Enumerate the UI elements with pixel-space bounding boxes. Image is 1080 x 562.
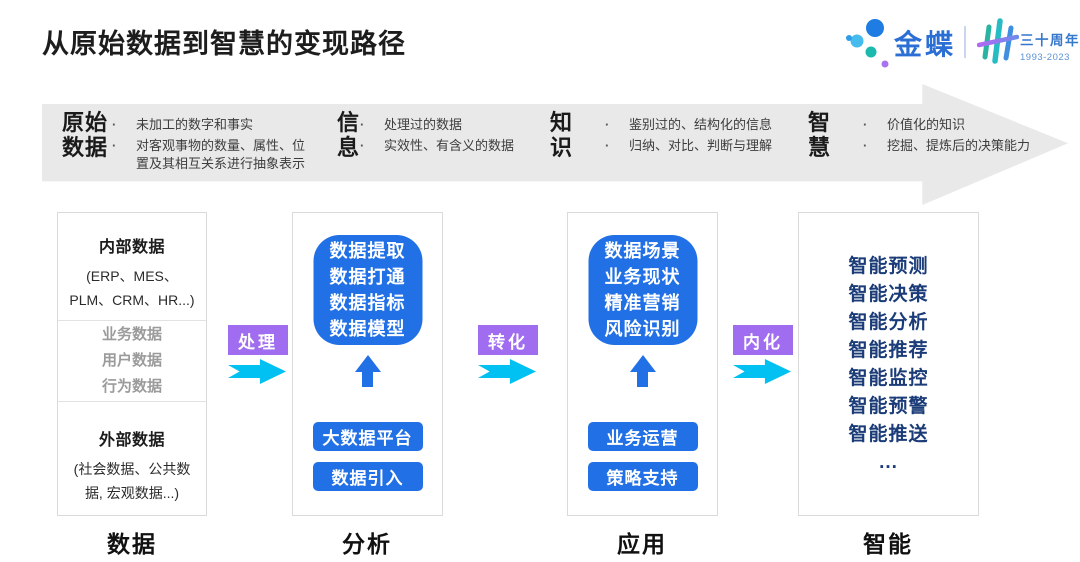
kingdee-brand-text: 金蝶 bbox=[894, 29, 957, 60]
data-type-item: 用户数据 bbox=[101, 352, 162, 369]
connector-transform: 转化 bbox=[478, 325, 538, 384]
stage-point: ·实效性、有含义的数据 bbox=[360, 138, 515, 153]
up-arrow-icon bbox=[354, 355, 381, 387]
up-arrow-icon bbox=[629, 355, 656, 387]
dikw-banner: 原始 数据 ·未加工的数字和事实 ·对客观事物的数量、属性、位置及其相互关系进行… bbox=[42, 84, 1068, 205]
connector-label: 处理 bbox=[228, 325, 288, 355]
intelligence-item: 智能分析 bbox=[848, 312, 929, 333]
bullet-icon: · bbox=[863, 138, 868, 153]
intelligence-item: 智能监控 bbox=[848, 368, 929, 389]
stage-point: ·价值化的知识 bbox=[863, 117, 966, 132]
stage-point: ·鉴别过的、结构化的信息 bbox=[605, 117, 773, 132]
anniversary-label-block: 三十周年 1993-2023 bbox=[1020, 29, 1080, 63]
anniversary-years: 1993-2023 bbox=[1020, 52, 1070, 63]
logo-divider bbox=[964, 26, 966, 58]
connector-internalize: 内化 bbox=[733, 325, 793, 384]
application-card: 数据场景 业务现状 精准营销 风险识别 bbox=[588, 235, 697, 345]
connector-process: 处理 bbox=[228, 325, 288, 384]
intelligence-item: 智能推送 bbox=[848, 424, 929, 445]
data-box: 内部数据 (ERP、MES、PLM、CRM、HR...) 业务数据 用户数据 行… bbox=[57, 212, 207, 516]
stage-label: 智 慧 bbox=[808, 110, 832, 160]
stage-label: 信 息 bbox=[337, 110, 361, 160]
bullet-icon: · bbox=[112, 138, 117, 153]
right-arrow-icon bbox=[733, 359, 791, 384]
bullet-icon: · bbox=[605, 117, 610, 132]
bullet-icon: · bbox=[605, 138, 610, 153]
column-footer-application: 应用 bbox=[617, 531, 667, 557]
internal-data-heading: 内部数据 bbox=[98, 239, 165, 256]
intelligence-item: 智能决策 bbox=[848, 284, 929, 305]
stage-point: ·归纳、对比、判断与理解 bbox=[605, 138, 773, 153]
external-data-heading: 外部数据 bbox=[98, 432, 165, 449]
intelligence-box: 智能预测 智能决策 智能分析 智能推荐 智能监控 智能预警 智能推送 ... bbox=[798, 212, 979, 516]
anniversary-label: 三十周年 bbox=[1020, 33, 1080, 48]
data-type-item: 行为数据 bbox=[101, 378, 162, 395]
stage-point: ·处理过的数据 bbox=[360, 117, 463, 132]
bullet-icon: · bbox=[360, 138, 365, 153]
connector-label: 内化 bbox=[733, 325, 793, 355]
external-data-section: 外部数据 (社会数据、公共数据, 宏观数据...) bbox=[58, 402, 206, 505]
intelligence-item: 智能推荐 bbox=[848, 340, 929, 361]
big-data-platform-button: 大数据平台 bbox=[312, 422, 423, 451]
kingdee-dots-icon bbox=[846, 19, 889, 68]
external-data-systems: (社会数据、公共数据, 宏观数据...) bbox=[73, 461, 191, 501]
data-import-button: 数据引入 bbox=[312, 462, 423, 491]
anniversary-mark-icon bbox=[977, 18, 1019, 64]
internal-data-systems: (ERP、MES、PLM、CRM、HR...) bbox=[69, 268, 195, 308]
bullet-icon: · bbox=[360, 117, 365, 132]
stage-point: ·挖掘、提炼后的决策能力 bbox=[863, 138, 1031, 153]
connector-label: 转化 bbox=[478, 325, 538, 355]
stage-point: ·对客观事物的数量、属性、位置及其相互关系进行抽象表示 bbox=[112, 138, 306, 171]
intelligence-item: 智能预测 bbox=[848, 256, 929, 277]
data-type-item: 业务数据 bbox=[101, 326, 162, 343]
intelligence-item: 智能预警 bbox=[848, 396, 929, 417]
analysis-box: 数据提取 数据打通 数据指标 数据模型 大数据平台 数据引入 bbox=[292, 212, 443, 516]
column-footer-analysis: 分析 bbox=[342, 531, 392, 557]
stage-label: 原始 数据 bbox=[62, 110, 109, 160]
right-arrow-icon bbox=[478, 359, 536, 384]
intelligence-ellipsis: ... bbox=[879, 452, 898, 473]
data-types-section: 业务数据 用户数据 行为数据 bbox=[58, 321, 206, 402]
column-footer-data: 数据 bbox=[107, 531, 157, 557]
stage-label: 知 识 bbox=[550, 110, 574, 160]
right-arrow-icon bbox=[228, 359, 286, 384]
bullet-icon: · bbox=[863, 117, 868, 132]
bullet-icon: · bbox=[112, 117, 117, 132]
business-operation-button: 业务运营 bbox=[587, 422, 698, 451]
internal-data-section: 内部数据 (ERP、MES、PLM、CRM、HR...) bbox=[58, 213, 206, 321]
strategy-support-button: 策略支持 bbox=[587, 462, 698, 491]
application-box: 数据场景 业务现状 精准营销 风险识别 业务运营 策略支持 bbox=[567, 212, 718, 516]
analysis-card: 数据提取 数据打通 数据指标 数据模型 bbox=[313, 235, 422, 345]
column-footer-intelligence: 智能 bbox=[863, 531, 913, 557]
page-title: 从原始数据到智慧的变现路径 bbox=[42, 29, 406, 59]
stage-point: ·未加工的数字和事实 bbox=[112, 117, 254, 132]
